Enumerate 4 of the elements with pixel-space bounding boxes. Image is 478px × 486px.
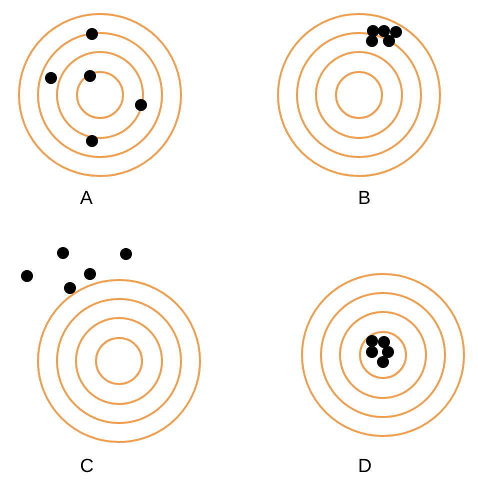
panel-label: C (80, 457, 94, 476)
panel-label: D (358, 457, 372, 476)
panel-label: B (358, 189, 371, 208)
panel-label: A (80, 189, 93, 208)
